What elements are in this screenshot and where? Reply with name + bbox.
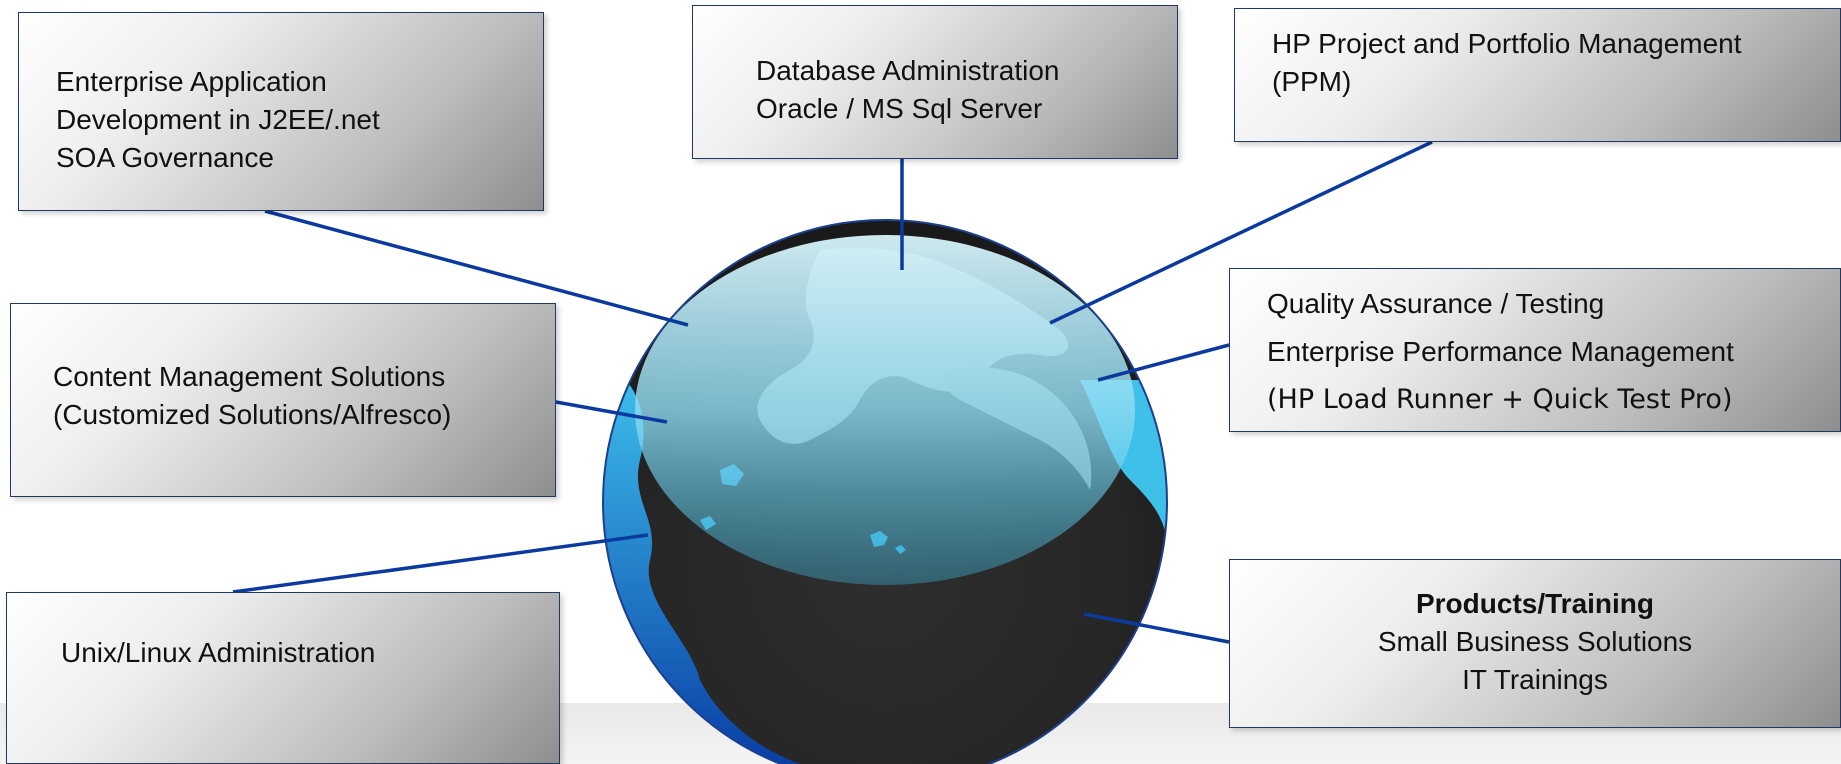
connector-hp-ppm (1049, 140, 1433, 325)
box-line: (Customized Solutions/Alfresco) (53, 399, 452, 430)
box-line: Unix/Linux Administration (61, 637, 376, 668)
box-line: SOA Governance (56, 142, 274, 173)
box-content-management: Content Management Solutions (Customized… (10, 303, 556, 497)
box-hp-ppm: HP Project and Portfolio Management (PPM… (1234, 8, 1841, 142)
box-line: Enterprise Performance Management (1267, 336, 1734, 367)
box-enterprise-application: Enterprise Application Development in J2… (18, 12, 544, 211)
connector-enterprise-app (264, 209, 689, 327)
box-line: (HP Load Runner + Quick Test Pro) (1267, 384, 1733, 415)
connector-content-mgmt (555, 400, 668, 424)
box-line: Small Business Solutions (1377, 626, 1693, 657)
box-unix-linux: Unix/Linux Administration (6, 592, 560, 764)
box-products-training: Products/Training Small Business Solutio… (1229, 559, 1841, 728)
box-line: Enterprise Application (56, 66, 327, 97)
box-heading: Products/Training (1415, 588, 1655, 619)
box-line: Content Management Solutions (53, 361, 446, 392)
connector-unix-linux (232, 533, 649, 594)
box-line: Oracle / MS Sql Server (756, 93, 1043, 124)
connector-products-training (1083, 612, 1230, 644)
box-line: Database Administration (756, 55, 1060, 86)
box-quality-assurance: Quality Assurance / Testing Enterprise P… (1229, 268, 1841, 432)
box-line: HP Project and Portfolio Management (1272, 28, 1742, 59)
box-line: Development in J2EE/.net (56, 104, 380, 135)
box-database-administration: Database Administration Oracle / MS Sql … (692, 5, 1178, 159)
box-line: IT Trainings (1462, 664, 1608, 695)
globe-highlight (635, 235, 1135, 585)
connector-quality-assurance (1097, 343, 1230, 382)
box-line: (PPM) (1272, 66, 1352, 97)
box-line: Quality Assurance / Testing (1267, 288, 1605, 319)
